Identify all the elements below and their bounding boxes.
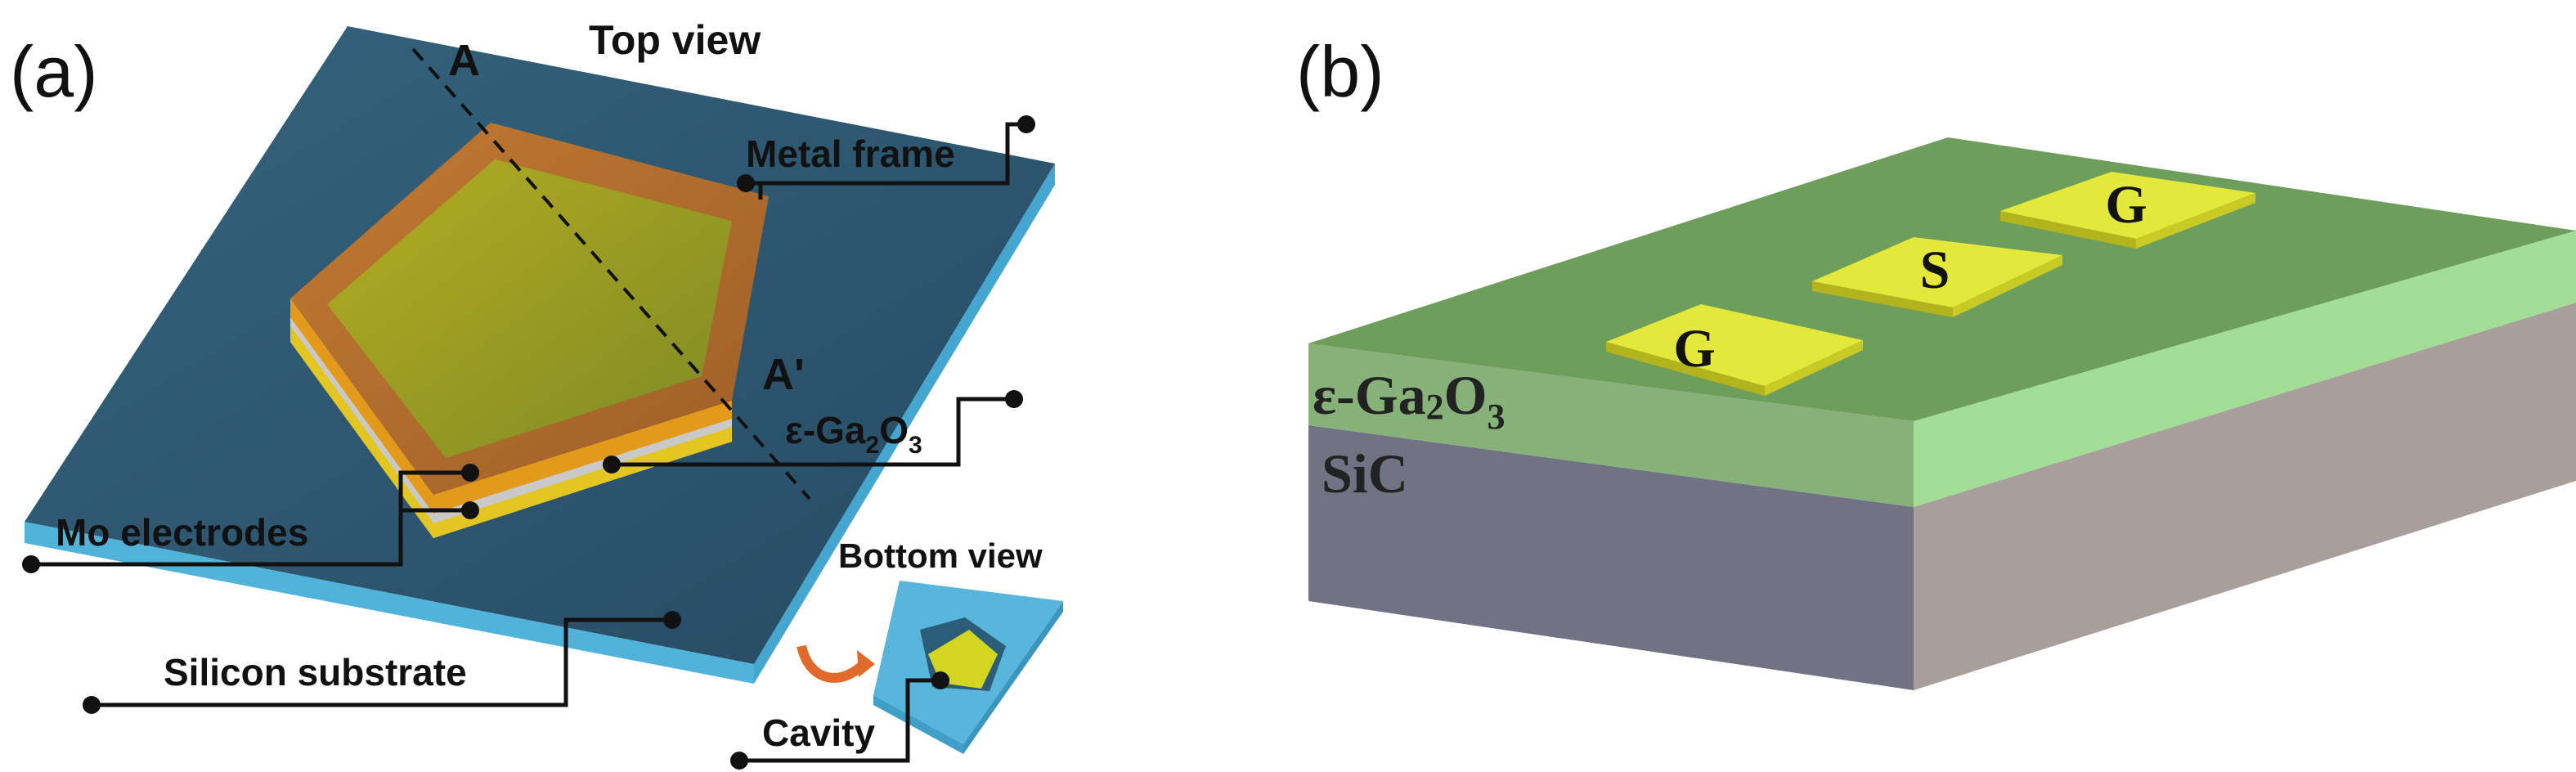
section-line-a-a-prime <box>411 47 811 500</box>
inset-substrate-side-right <box>963 601 1063 754</box>
flip-arrow-head <box>857 650 875 677</box>
pad-g-right-top <box>2000 172 2255 239</box>
bottom-view-inset: Bottom view <box>797 536 1063 754</box>
pad-g-left-edge-right <box>1765 340 1863 396</box>
marker-a: A <box>448 36 480 85</box>
silicon-substrate-callout: Silicon substrate <box>83 611 681 714</box>
pad-s-middle: S <box>1812 237 2062 317</box>
pad-s-edge-right <box>1953 255 2062 317</box>
pentagon-orange-layer <box>290 298 732 514</box>
ga2o3-label: ε-Ga2O3 <box>785 409 922 459</box>
pad-g-left-top <box>1606 304 1863 386</box>
panel-b: (b) ε-Ga2O3 SiC G <box>1296 31 2576 690</box>
pad-s-edge <box>1812 281 1953 317</box>
panel-a: (a) A A' Top view Metal frame <box>10 17 1063 770</box>
ga2o3-layer-label: ε-Ga2O3 <box>1313 364 1506 437</box>
flip-arrow <box>797 644 869 683</box>
sic-layer-label: SiC <box>1322 442 1408 505</box>
bottom-view-label: Bottom view <box>838 536 1043 575</box>
mo-electrodes-label: Mo electrodes <box>56 511 308 554</box>
substrate-right-face <box>754 164 1055 684</box>
panel-b-label: (b) <box>1296 31 1384 112</box>
ga2o3-callout: ε-Ga2O3 <box>603 390 1023 474</box>
pad-s-top <box>1812 237 2062 307</box>
sic-right-face <box>1914 303 2576 690</box>
silicon-substrate-label: Silicon substrate <box>164 651 467 693</box>
sic-layer <box>1308 303 2576 690</box>
cavity-callout: Cavity <box>730 671 949 770</box>
electrode-pads: G S G <box>1606 172 2255 396</box>
marker-a-prime: A' <box>762 350 805 399</box>
pad-g-right-label: G <box>2105 175 2147 235</box>
cavity-label: Cavity <box>762 711 875 754</box>
pad-g-left-edge <box>1606 342 1765 396</box>
membrane-inner <box>327 159 732 458</box>
inset-substrate-side <box>873 695 963 754</box>
pad-g-right-edge-right <box>2136 193 2255 249</box>
metal-frame-callout: Metal frame <box>737 115 1035 200</box>
ga2o3-front-face <box>1308 343 1914 507</box>
sic-front-face <box>1308 425 1914 690</box>
pad-s-label: S <box>1920 240 1950 300</box>
panel-a-label: (a) <box>10 31 98 112</box>
ga2o3-right-face <box>1914 231 2576 507</box>
top-view-label: Top view <box>589 17 761 63</box>
pad-g-right: G <box>2000 172 2255 249</box>
mo-electrodes-callout: Mo electrodes <box>22 464 479 573</box>
metal-frame-label: Metal frame <box>746 132 955 175</box>
pad-g-left-label: G <box>1673 319 1715 379</box>
pad-g-right-edge <box>2000 211 2136 249</box>
pad-g-left: G <box>1606 304 1863 396</box>
